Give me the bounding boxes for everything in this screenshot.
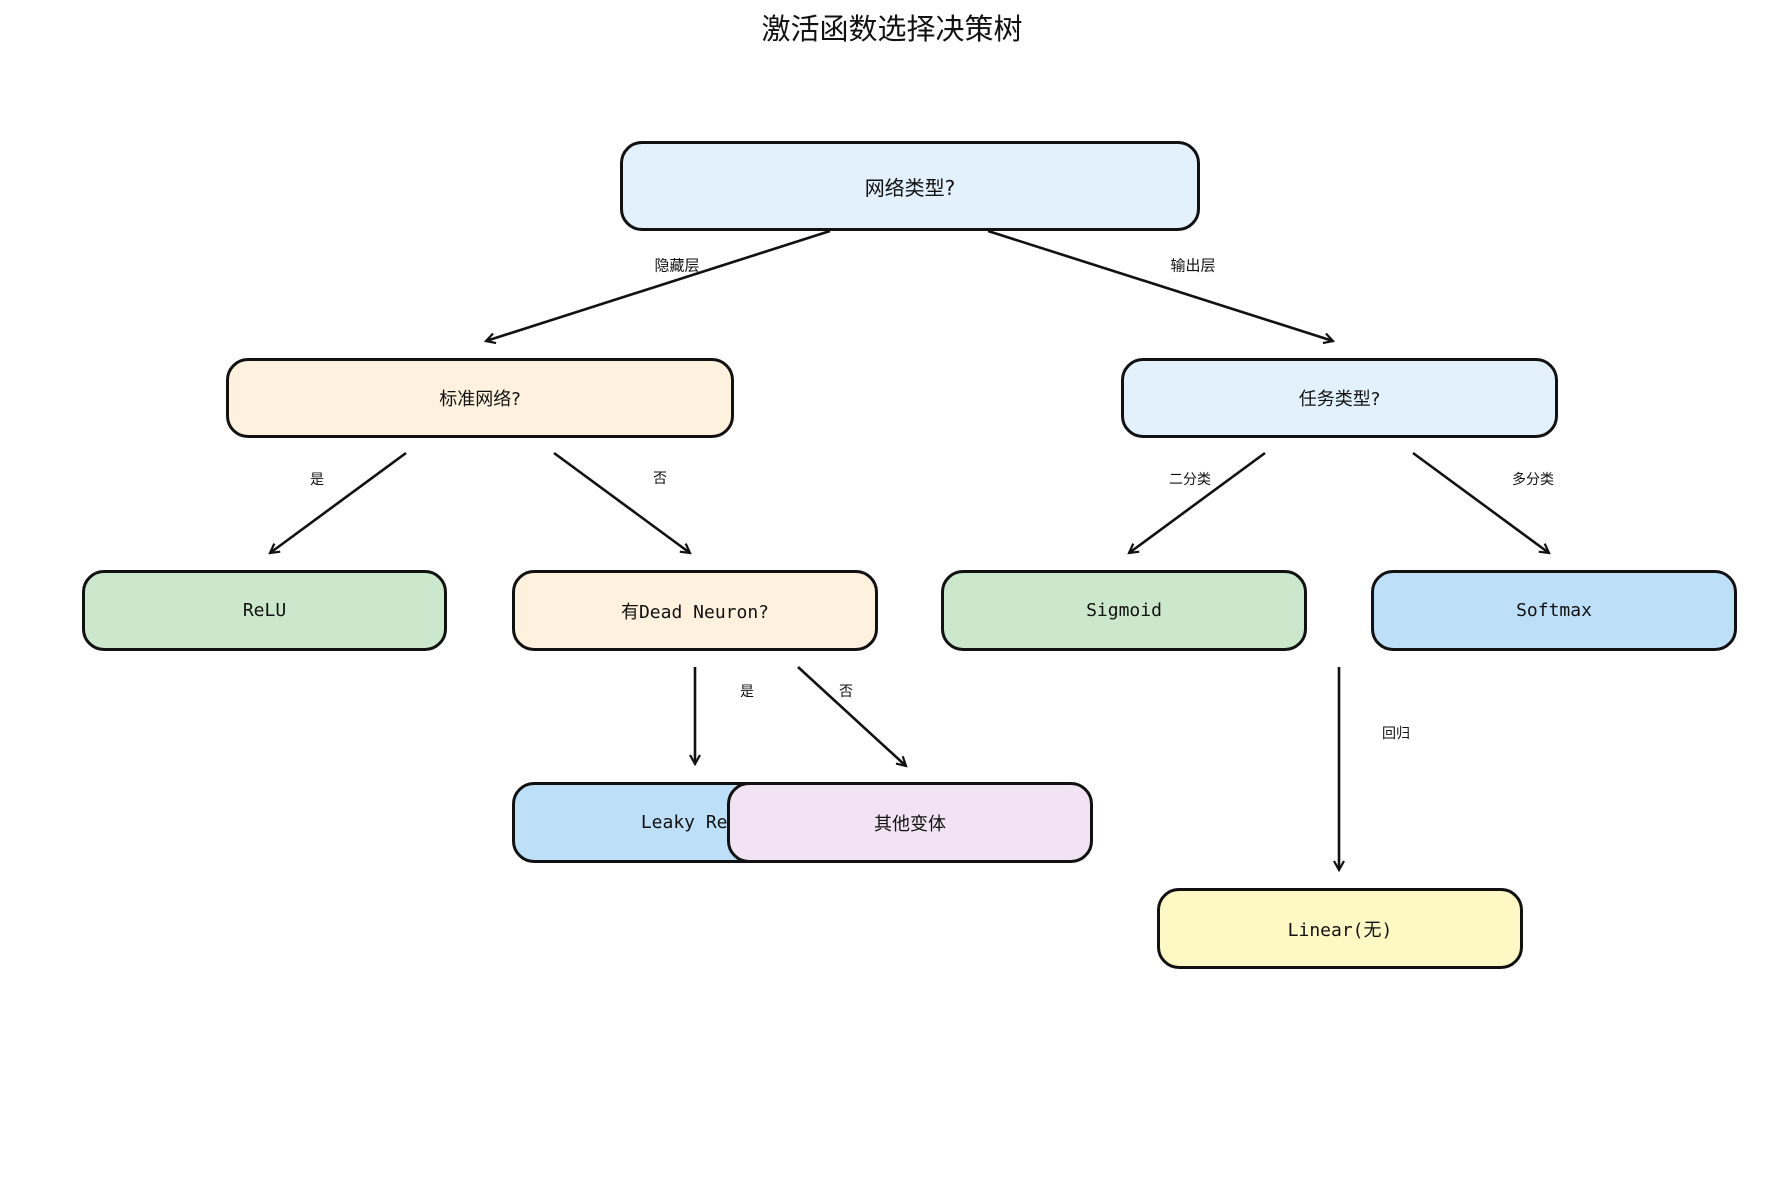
- edge-label-hidden-layer: 隐藏层: [654, 256, 700, 275]
- edge-label-std-yes: 是: [310, 472, 324, 488]
- node-root: 网络类型?: [620, 141, 1200, 231]
- edge-label-output-layer: 输出层: [1170, 256, 1216, 275]
- edge-multiclass: [1412, 451, 1549, 553]
- edge-label-regression: 回归: [1382, 726, 1410, 742]
- leaky-relu-label: Leaky ReLU: [640, 812, 750, 833]
- node-standard-network: 标准网络?: [226, 358, 734, 438]
- edge-std-yes: [270, 451, 407, 553]
- edge-std-no: [553, 451, 690, 553]
- node-other-variants: 其他变体: [727, 782, 1093, 863]
- edge-label-binary: 二分类: [1169, 472, 1211, 488]
- edge-label-dead-no: 否: [839, 684, 853, 700]
- edge-output-layer: [987, 229, 1333, 341]
- node-task-type: 任务类型?: [1121, 358, 1558, 438]
- edge-binary: [1129, 451, 1266, 553]
- node-linear: Linear(无): [1157, 888, 1523, 969]
- node-softmax: Softmax: [1371, 570, 1737, 651]
- edge-dead-no: [797, 666, 906, 766]
- edge-label-multiclass: 多分类: [1512, 472, 1554, 488]
- diagram-title: 激活函数选择决策树: [761, 12, 1023, 46]
- edge-label-dead-yes: 是: [740, 684, 754, 700]
- node-relu: ReLU: [82, 570, 447, 651]
- edge-hidden-layer: [486, 229, 831, 341]
- edge-label-std-no: 否: [653, 471, 667, 487]
- node-sigmoid: Sigmoid: [941, 570, 1307, 651]
- node-dead-neuron: 有Dead Neuron?: [512, 570, 878, 651]
